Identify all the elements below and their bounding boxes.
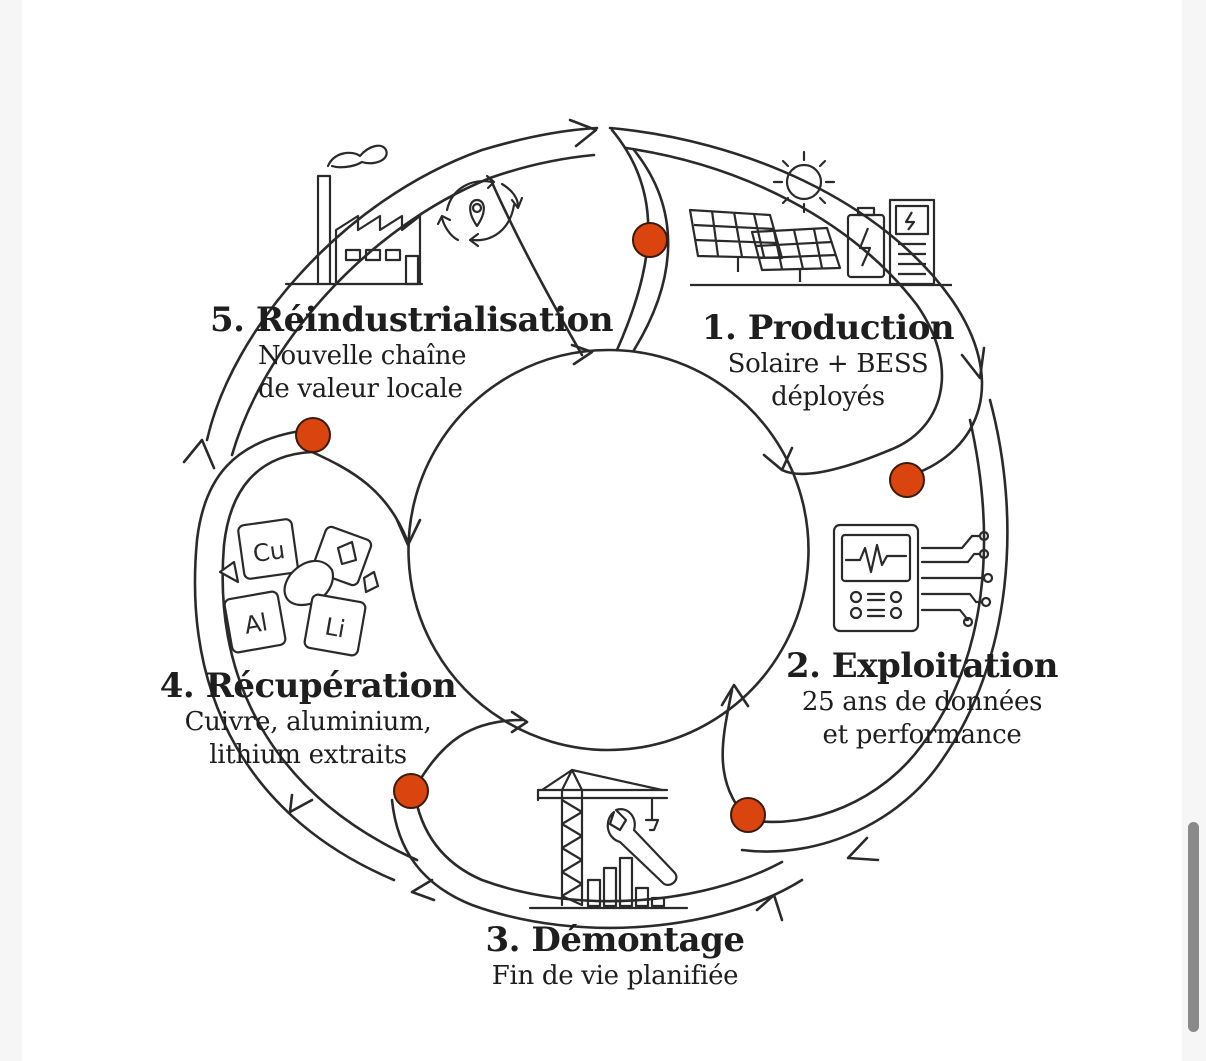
arrowhead-4 xyxy=(755,893,784,922)
connector-left xyxy=(310,450,409,542)
stage-3-demontage: 3. Démontage Fin de vie planifiée xyxy=(455,920,775,993)
arrowhead-10 xyxy=(720,683,750,708)
material-label-al: Al xyxy=(242,608,270,640)
material-label-li: Li xyxy=(323,612,348,643)
arrowhead-9 xyxy=(762,446,794,472)
stage-2-title: 2. Exploitation xyxy=(785,646,1059,686)
connector-left-bottom xyxy=(412,718,524,792)
stage-4-subtitle-line-1: Cuivre, aluminium, xyxy=(184,707,432,737)
arrowhead-12 xyxy=(395,518,422,547)
node-3 xyxy=(730,797,766,833)
stage-1-title: 1. Production xyxy=(701,308,955,348)
diagram-canvas: Cu Al Li 1. Production xyxy=(22,0,1182,1061)
materials-icon xyxy=(218,518,380,657)
band-4-outer xyxy=(193,428,396,882)
stage-2-subtitle-line-1: 25 ans de données xyxy=(801,687,1043,717)
stage-2-subtitle-line-2: et performance xyxy=(822,720,1022,750)
band-1-inner xyxy=(624,146,944,452)
band-3-inner xyxy=(412,788,784,903)
stage-1-subtitle-line-2: déployés xyxy=(771,382,885,412)
band-3-outer xyxy=(390,798,804,930)
node-1 xyxy=(632,222,668,258)
stage-2-exploitation: 2. Exploitation 25 ans de données et per… xyxy=(762,646,1082,752)
solar-battery-icon xyxy=(688,150,952,287)
band-2-outer xyxy=(740,398,1009,853)
connector-top-2 xyxy=(632,148,670,352)
band-2-inner xyxy=(746,418,986,824)
material-label-cu: Cu xyxy=(251,536,287,568)
stage-3-subtitle-line-1: Fin de vie planifiée xyxy=(491,961,739,991)
arrowhead-8 xyxy=(570,343,594,366)
stage-1-production: 1. Production Solaire + BESS déployés xyxy=(688,308,968,414)
stage-3-title: 3. Démontage xyxy=(485,920,745,960)
node-2 xyxy=(889,462,925,498)
scrollbar-thumb[interactable] xyxy=(1188,822,1199,1032)
arrowhead-6 xyxy=(410,878,436,902)
arrowhead-2 xyxy=(960,346,986,380)
stage-5-reindustrialisation: 5. Réindustrialisation Nouvelle chaîne d… xyxy=(210,300,614,406)
band-4-inner xyxy=(221,450,419,862)
stage-4-title: 4. Récupération xyxy=(159,666,457,706)
center-ring xyxy=(407,348,810,752)
stage-5-subtitle-line-2: de valeur locale xyxy=(258,374,463,404)
monitoring-device-icon xyxy=(832,523,994,633)
connector-right xyxy=(780,448,892,476)
band-5-outer xyxy=(205,126,599,442)
band-5-inner xyxy=(230,153,596,457)
arrowhead-1 xyxy=(568,118,598,148)
factory-icon xyxy=(284,144,524,286)
stage-4-subtitle-line-2: lithium extraits xyxy=(209,740,407,770)
band-1-outer xyxy=(608,126,984,477)
node-5 xyxy=(295,417,331,453)
arrowhead-7 xyxy=(182,438,216,470)
arrowhead-3 xyxy=(846,836,880,862)
cycle-diagram: Cu Al Li xyxy=(182,118,1009,930)
arrowhead-5 xyxy=(288,793,314,814)
stage-4-recuperation: 4. Récupération Cuivre, aluminium, lithi… xyxy=(148,666,468,772)
node-4 xyxy=(393,773,429,809)
crane-wrench-icon xyxy=(528,768,689,910)
arrowhead-11 xyxy=(510,710,529,734)
stage-5-subtitle-line-1: Nouvelle chaîne xyxy=(258,341,467,371)
stage-5-title: 5. Réindustrialisation xyxy=(210,300,614,340)
stage-1-subtitle-line-1: Solaire + BESS xyxy=(727,349,929,379)
connector-top-left xyxy=(488,176,584,357)
